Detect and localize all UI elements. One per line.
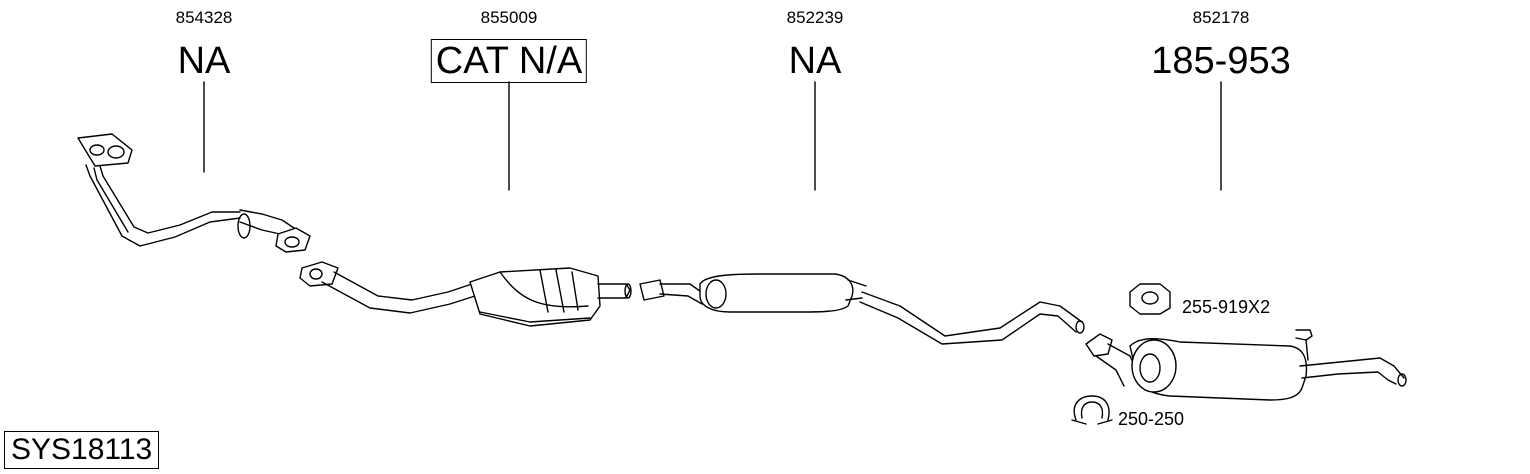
- rear-silencer-icon: [1085, 329, 1407, 401]
- system-code: SYS18113: [4, 431, 160, 469]
- part-number-2: 855009: [480, 8, 538, 27]
- part-label-2: CAT N/A: [430, 39, 588, 83]
- clamp-icon: [1071, 395, 1113, 425]
- accessory-label-hanger: 255-919X2: [1182, 297, 1271, 317]
- part-label-4: 185-953: [1151, 40, 1291, 82]
- accessory-label-clamp: 250-250: [1118, 409, 1185, 429]
- front-pipe-icon: [77, 133, 311, 253]
- part-number-3: 852239: [786, 8, 844, 27]
- catalytic-converter-icon: [299, 261, 632, 327]
- part-label-1: NA: [177, 40, 231, 82]
- centre-silencer-icon: [639, 273, 1085, 345]
- rubber-hanger-icon: [1129, 283, 1171, 315]
- part-number-4: 852178: [1192, 8, 1250, 27]
- part-label-3: NA: [788, 40, 842, 82]
- part-number-1: 854328: [175, 8, 233, 27]
